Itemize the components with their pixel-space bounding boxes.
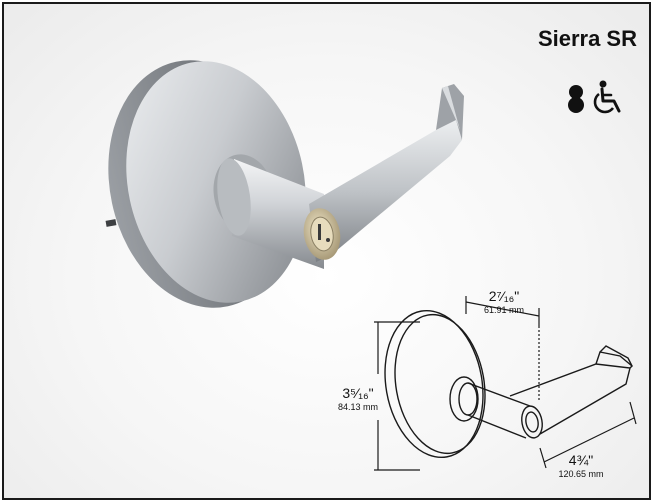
height-mm: 84.13 mm <box>337 402 379 412</box>
wheelchair-accessible-icon <box>593 80 621 114</box>
width-mm: 61.91 mm <box>483 305 525 315</box>
width-dimension: 2⁷⁄₁₆" 61.91 mm <box>477 289 531 315</box>
product-title: Sierra SR <box>537 26 637 51</box>
figure-8-keyway-icon <box>568 85 584 113</box>
lever-handle-photo <box>105 60 464 308</box>
height-dimension: 3⁵⁄₁₆" 84.13 mm <box>334 386 382 412</box>
width-inches: 2⁷⁄₁₆" <box>488 288 520 304</box>
dimension-diagram <box>374 296 637 471</box>
projection-inches: 4¾" <box>568 452 594 468</box>
height-inches: 3⁵⁄₁₆" <box>342 385 374 401</box>
projection-mm: 120.65 mm <box>558 469 604 479</box>
projection-dimension: 4¾" 120.65 mm <box>551 453 611 479</box>
